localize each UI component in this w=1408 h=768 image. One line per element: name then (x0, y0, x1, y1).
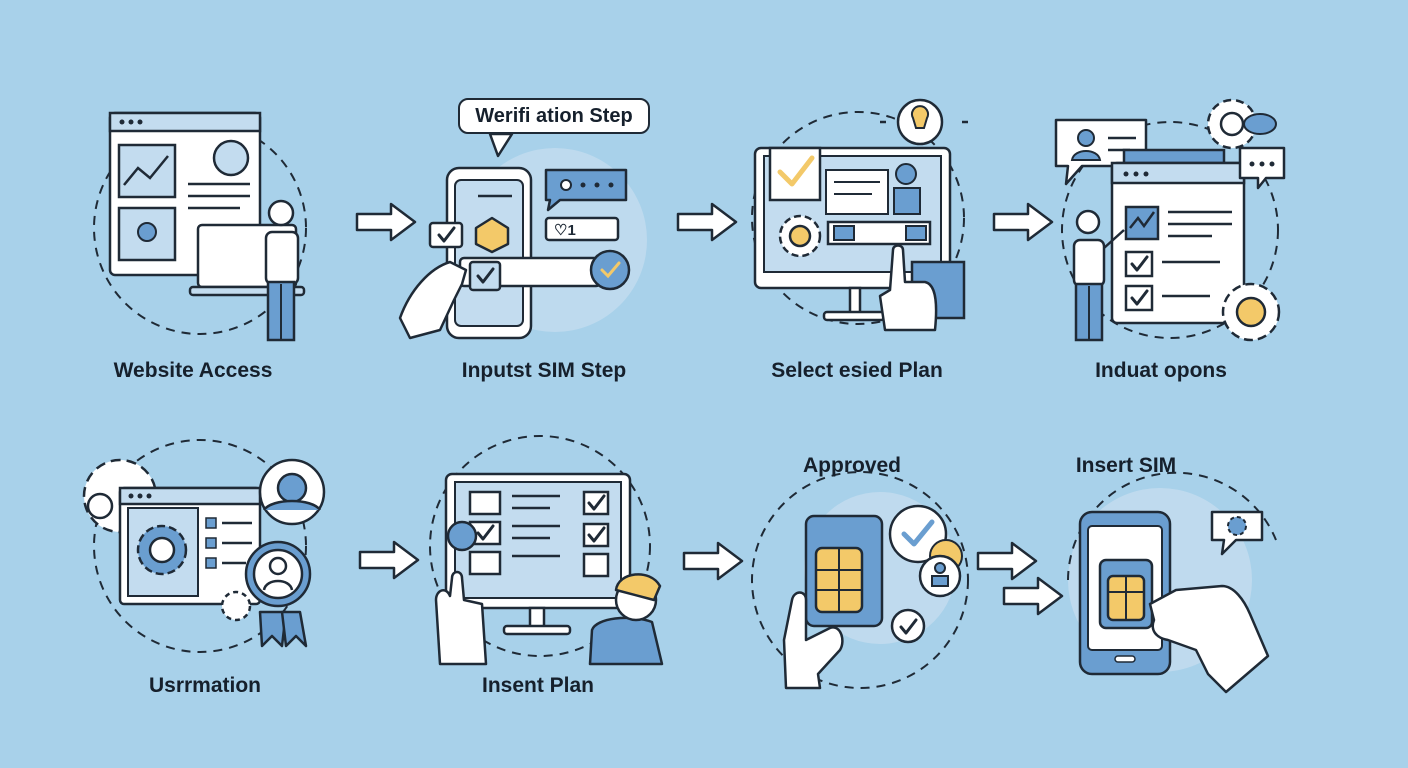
step-website-access-illustration (93, 111, 307, 342)
step-label-user-information: Usrrmation (148, 674, 262, 697)
user-icon (446, 520, 478, 552)
step-approved-illustration (751, 471, 969, 690)
arrow-right-icon (976, 541, 1038, 581)
step-label-insert-plan: Insent Plan (481, 674, 595, 697)
step-select-plan-illustration (751, 98, 968, 332)
step-options-illustration (1054, 98, 1286, 342)
hand-pointer-icon (434, 570, 488, 666)
arrow-right-icon (992, 202, 1054, 242)
arrow-right-icon (358, 540, 420, 580)
hand-icon (398, 260, 468, 340)
step-label-options: Induat opons (1095, 359, 1227, 382)
arrow-right-icon (676, 202, 738, 242)
hand-icon (1148, 584, 1270, 694)
hand-icon (782, 591, 844, 690)
arrow-right-icon (682, 541, 744, 581)
verification-step-bubble: Werifi ation Step (458, 98, 650, 134)
arrow-right-icon (1002, 576, 1064, 616)
arrow-right-icon (355, 202, 417, 242)
step-label-approved: Approved (802, 454, 902, 477)
gear-icon (1227, 516, 1247, 536)
step-insert-sim-illustration (1067, 471, 1277, 694)
user-icon (212, 139, 250, 177)
step-label-select-plan: Select esied Plan (771, 359, 943, 382)
step-label-website-access: Website Access (113, 359, 273, 382)
step-label-insert-sim: Insert SIM (1075, 454, 1177, 477)
step-user-information-illustration (82, 439, 326, 653)
heart-field-value: ♡1 (554, 222, 576, 239)
step-input-sim-illustration (398, 132, 647, 340)
step-label-input-sim: Inputst SIM Step (461, 359, 627, 382)
step-insert-plan-illustration (429, 435, 664, 666)
hand-pointer-icon (878, 244, 938, 332)
